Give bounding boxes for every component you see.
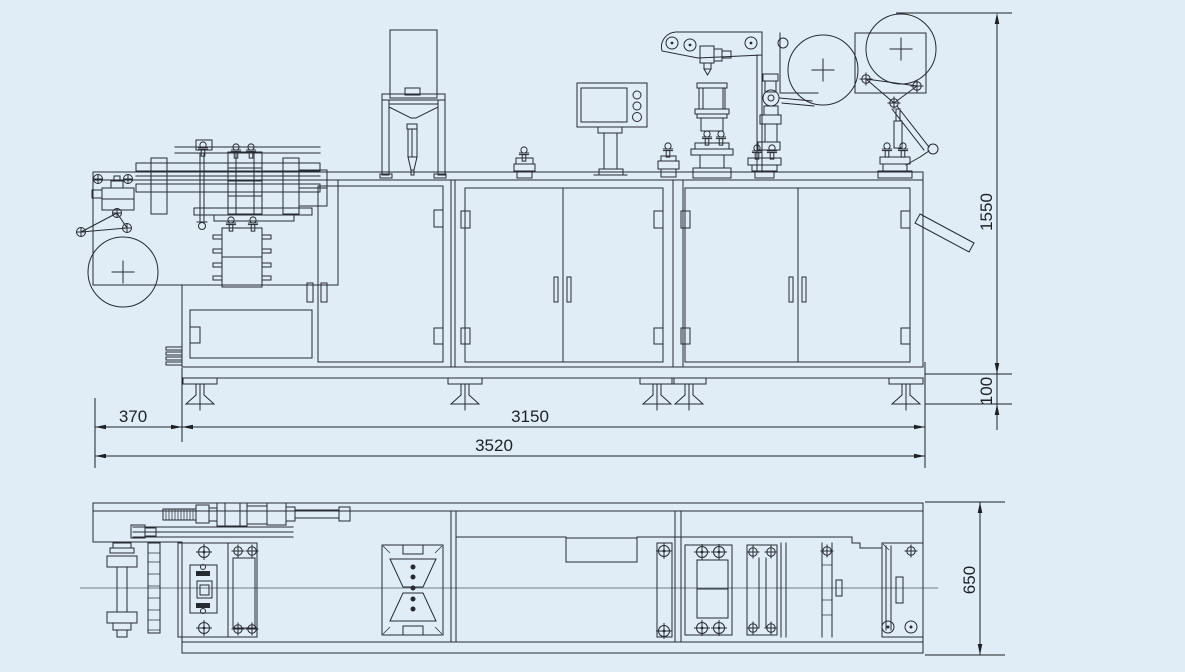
discharge-chute [914,213,975,253]
panel-button [632,101,642,111]
infeed-overhang [92,179,339,286]
cabinet-door-1 [317,185,444,363]
front-elevation-view [76,13,975,411]
forming-station-plan [177,542,259,638]
reel-mount-plate [854,32,927,94]
dimension-foot-height: 100 [925,374,1012,430]
pull-roll-station [877,142,913,179]
press-roller-unit [757,73,782,151]
dim-label-1550: 1550 [977,193,996,231]
table-pedestal [657,142,680,178]
dim-label-3150: 3150 [511,407,549,426]
clamp-unit [699,45,732,76]
dancer-arm [80,212,128,233]
door-hinge [680,327,691,345]
tension-lever [905,150,930,166]
plan-mid-section [450,510,853,643]
indexing-station-plan [746,542,787,638]
panel-button [632,90,642,100]
door-handle [788,276,794,303]
door-hinge [433,327,444,345]
door-hinge [189,326,201,344]
idler-arm [864,78,919,104]
hmi-screen [580,87,628,123]
panel-button [632,112,642,122]
cabinet-door-2 [460,187,664,363]
side-bracket-bars [165,346,183,366]
plan-bed-outline [80,502,938,654]
door-handle [566,276,572,303]
base-cabinet [165,179,924,379]
door-handle [553,276,559,303]
dimension-lengths: 370 3150 3520 [94,362,926,468]
hopper-station [379,29,447,179]
machine-table [92,171,924,368]
dimensions: 1550 100 370 3150 3520 [94,12,1012,656]
door-hinge [460,327,471,345]
punching-station-plan [819,536,924,638]
table-pedestal [513,146,536,179]
screw-feed-cylinder [130,502,351,539]
outfeed-plate [565,537,638,563]
web-guide-assembly [660,13,939,179]
door-hinge [680,210,691,229]
door-hinge [653,327,664,345]
hopper-plan [381,544,444,636]
door-hinge [433,209,444,228]
web-guide-strip [147,542,161,634]
door-handle [801,276,807,303]
forming-station [135,139,328,230]
dim-label-3520: 3520 [475,436,513,455]
door-hinge [900,327,911,345]
rocker-arm [660,31,763,59]
door-hinge [653,210,664,229]
door-hinge [900,210,911,229]
sealing-station-plan [684,544,733,636]
sealing-station [690,82,734,179]
dim-label-370: 370 [119,407,147,426]
guide-pulley [777,37,789,49]
reel-shaft-plan [106,542,138,638]
hmi-panel [576,82,648,176]
heater-box [212,216,272,288]
door-hinge [460,210,471,229]
post-base-station [747,144,782,179]
dim-label-100: 100 [977,377,996,405]
top-plan-view [80,502,938,654]
cabinet-door-3 [680,187,911,363]
dimension-overall-height: 1550 [896,12,1012,375]
dimension-depth: 650 [925,501,1005,656]
dim-label-650: 650 [960,566,979,594]
hopper-box [389,29,438,99]
unwind-motor-unit [76,174,135,237]
